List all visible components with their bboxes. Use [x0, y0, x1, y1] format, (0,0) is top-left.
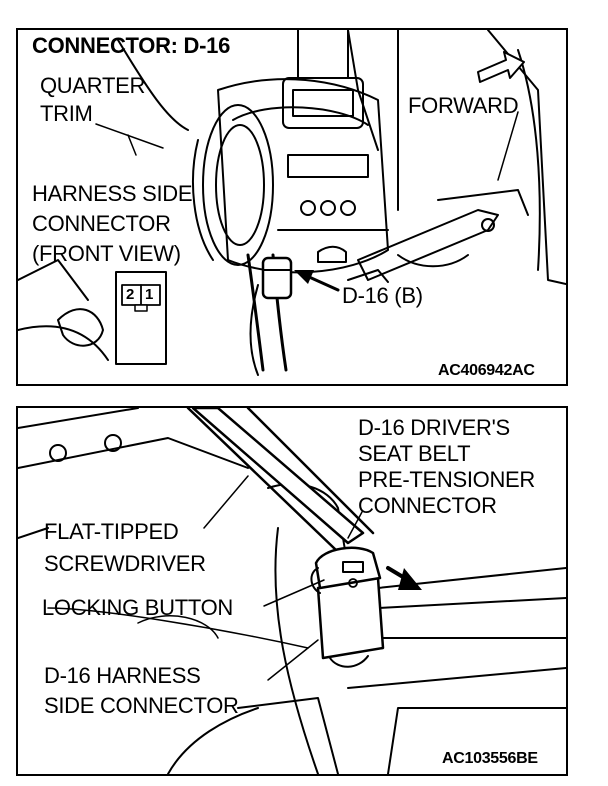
harness-connector-label-line1: HARNESS SIDE: [32, 181, 193, 206]
drivers-connector-label-line1: D-16 DRIVER'S: [358, 415, 510, 440]
connector-release-illustration: [18, 408, 566, 774]
harness-connector-label-line2: CONNECTOR: [32, 211, 171, 236]
drivers-connector-label-line2: SEAT BELT: [358, 441, 471, 466]
harness-side-label-line2: SIDE CONNECTOR: [44, 693, 239, 718]
screwdriver-label-line1: FLAT-TIPPED: [44, 519, 179, 544]
quarter-trim-label-line1: QUARTER: [40, 73, 146, 98]
figure-code-top: AC406942AC: [438, 362, 535, 379]
drivers-connector-label-line3: PRE-TENSIONER: [358, 467, 536, 492]
seat-belt-retractor-illustration: [18, 30, 566, 376]
connector-title: CONNECTOR: D-16: [32, 33, 231, 58]
quarter-trim-label-line2: TRIM: [40, 101, 93, 126]
pin-2-label: 2: [126, 286, 135, 303]
harness-side-label-line1: D-16 HARNESS: [44, 663, 201, 688]
drivers-connector-label-line4: CONNECTOR: [358, 493, 497, 518]
forward-label: FORWARD: [408, 93, 519, 118]
harness-connector-label-line3: (FRONT VIEW): [32, 241, 181, 266]
pin-1-label: 1: [145, 286, 154, 303]
figure-code-bottom: AC103556BE: [442, 750, 538, 767]
connector-id-label: D-16 (B): [342, 283, 423, 308]
bottom-figure-panel: D-16 DRIVER'S SEAT BELT PRE-TENSIONER CO…: [16, 406, 568, 776]
locking-button-label: LOCKING BUTTON: [42, 595, 233, 620]
screwdriver-label-line2: SCREWDRIVER: [44, 551, 206, 576]
top-figure-panel: CONNECTOR: D-16 QUARTER TRIM FORWARD HAR…: [16, 28, 568, 386]
